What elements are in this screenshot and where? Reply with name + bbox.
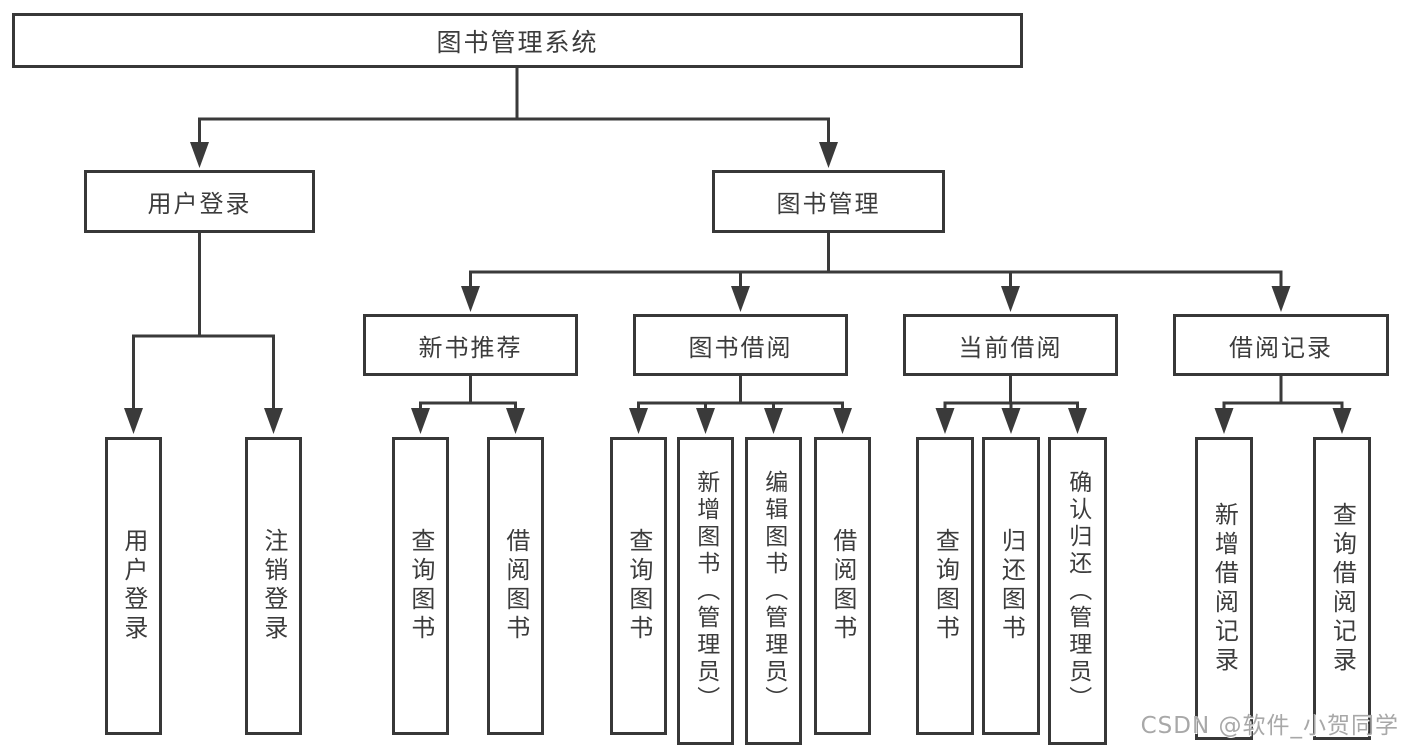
leaf-borrow-books-borrow-label: 借阅图书 <box>828 528 857 644</box>
leaf-query-books-current-label: 查询图书 <box>931 528 960 644</box>
leaf-user-login: 用户登录 <box>105 437 162 735</box>
leaf-add-book-admin: 新增图书（管理员） <box>677 437 734 745</box>
watermark: CSDN @软件_小贺同学 <box>1140 713 1399 739</box>
leaf-query-books-borrow: 查询图书 <box>610 437 667 735</box>
leaf-query-borrow-record: 查询借阅记录 <box>1313 437 1371 740</box>
node-new-book-recommend: 新书推荐 <box>363 314 578 376</box>
leaf-confirm-return-admin: 确认归还（管理员） <box>1048 437 1107 745</box>
leaf-query-books-recommend: 查询图书 <box>392 437 449 735</box>
leaf-add-book-admin-label: 新增图书（管理员） <box>692 469 719 713</box>
node-new-book-recommend-label: 新书推荐 <box>418 333 523 362</box>
node-root: 图书管理系统 <box>12 13 1023 68</box>
node-root-label: 图书管理系统 <box>436 27 599 57</box>
leaf-return-book-label: 归还图书 <box>997 528 1026 644</box>
leaf-query-books-borrow-label: 查询图书 <box>624 528 653 644</box>
leaf-query-borrow-record-label: 查询借阅记录 <box>1328 501 1357 676</box>
leaf-query-books-current: 查询图书 <box>916 437 974 735</box>
node-user-login-label: 用户登录 <box>147 190 252 218</box>
node-user-login: 用户登录 <box>84 170 315 233</box>
node-borrow-records: 借阅记录 <box>1173 314 1389 376</box>
leaf-query-books-recommend-label: 查询图书 <box>406 528 435 644</box>
node-book-borrow-label: 图书借阅 <box>688 333 793 362</box>
leaf-borrow-books-recommend: 借阅图书 <box>487 437 544 735</box>
node-borrow-records-label: 借阅记录 <box>1229 333 1333 362</box>
leaf-logout: 注销登录 <box>245 437 302 735</box>
leaf-logout-label: 注销登录 <box>259 528 288 644</box>
node-current-borrow: 当前借阅 <box>903 314 1118 376</box>
leaf-borrow-books-borrow: 借阅图书 <box>814 437 871 735</box>
leaf-borrow-books-recommend-label: 借阅图书 <box>501 528 530 644</box>
node-book-management-label: 图书管理 <box>776 190 881 218</box>
leaf-edit-book-admin: 编辑图书（管理员） <box>745 437 802 745</box>
leaf-user-login-label: 用户登录 <box>119 528 148 644</box>
leaf-add-borrow-record-label: 新增借阅记录 <box>1210 501 1239 676</box>
node-book-management: 图书管理 <box>712 170 945 233</box>
leaf-add-borrow-record: 新增借阅记录 <box>1195 437 1253 740</box>
leaf-confirm-return-admin-label: 确认归还（管理员） <box>1064 469 1091 713</box>
node-current-borrow-label: 当前借阅 <box>958 333 1063 362</box>
leaf-return-book: 归还图书 <box>982 437 1040 735</box>
node-book-borrow: 图书借阅 <box>633 314 848 376</box>
leaf-edit-book-admin-label: 编辑图书（管理员） <box>760 469 787 713</box>
